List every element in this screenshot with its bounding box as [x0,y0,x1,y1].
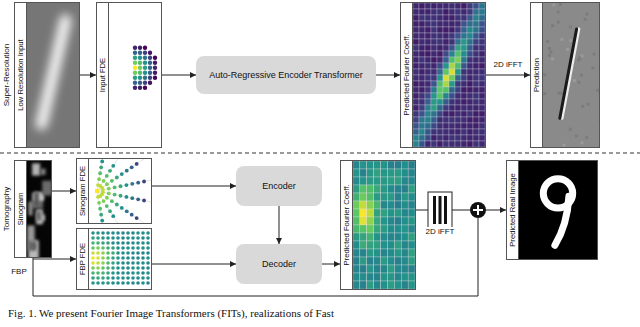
panel-title: Input FDE [97,3,109,147]
panel-title: Predicted Fourier Coeff. [401,3,413,147]
figure-caption: Fig. 1. We present Fourier Image Transfo… [8,306,334,320]
image-panel: Input FDE [96,2,162,148]
panel-title: Sinogram [15,161,27,257]
panel-title: Prediction [531,3,543,147]
box-label: Decoder [262,259,296,270]
connector [279,206,280,244]
image-panel: Prediction [530,2,600,148]
connector [162,75,196,76]
fbp-skip-wire [33,218,478,296]
box-label: Encoder [262,181,296,192]
panel-image [27,3,79,147]
box-label: Auto-Regressive Encoder Transformer [209,70,363,81]
image-panel: Predicted Fourier Coeff. [340,160,416,290]
process-box: Encoder [236,166,322,206]
panel-title: FBP FDE [77,229,89,289]
image-panel: Predicted Real Image [506,160,598,260]
edge-label: 2D iFFT [425,227,456,237]
section-label-holder: Super-Resolution [1,2,13,148]
panel-image [89,159,151,223]
panel-title: Predicted Fourier Coeff. [341,161,353,289]
connector [52,191,76,192]
section-label: Tomography [1,160,13,258]
connector [80,75,96,76]
panel-image [519,161,597,259]
image-panel: Low Resolution Input [14,2,80,148]
section-divider [0,153,640,154]
connector [33,258,76,259]
section-label-holder: Tomography [1,160,13,258]
image-panel: FBP FDE [76,228,152,290]
image-panel: Sinogram FDE [76,158,152,224]
panel-title: Predicted Real Image [507,161,519,259]
panel-title: Low Resolution Input [15,3,27,147]
section-label: Super-Resolution [1,2,13,148]
connector [152,186,236,187]
process-box: Decoder [236,244,322,284]
image-panel: Sinogram [14,160,52,258]
connector [322,264,340,265]
connector [152,264,236,265]
process-box: Auto-Regressive Encoder Transformer [196,56,376,94]
connector [376,75,400,76]
panel-image [27,161,51,257]
panel-image [89,229,151,289]
sum-symbol [470,202,486,218]
filter-symbol [428,192,452,228]
connector [486,75,530,76]
image-panel: Predicted Fourier Coeff. [400,2,486,148]
panel-title: Sinogram FDE [77,159,89,223]
panel-image [543,3,599,147]
panel-image [413,3,485,147]
panel-image [109,3,161,147]
edge-label: 2D iFFT [493,60,524,70]
edge-label: FBP [10,267,28,277]
panel-image [353,161,415,289]
